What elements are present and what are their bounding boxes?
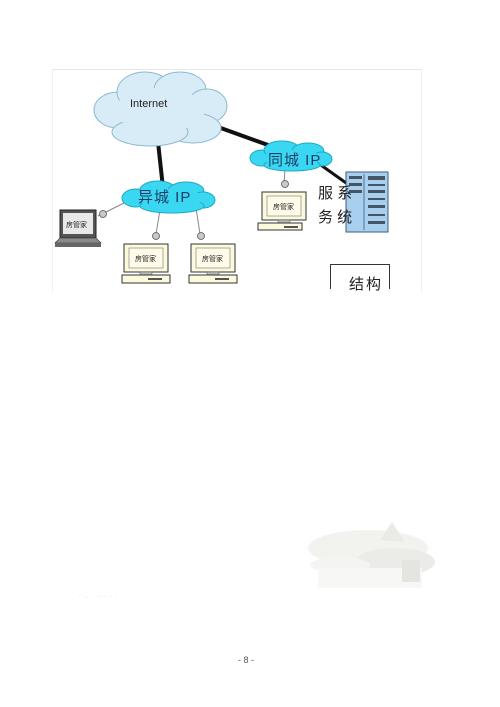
local-ip-cloud	[249, 140, 333, 172]
service-system-line1: 服 系	[318, 185, 353, 202]
structure-box	[330, 264, 390, 289]
faint-caption: · ·. · ··· · ·	[78, 594, 118, 600]
server-icon	[345, 171, 389, 233]
link-remote-pc2	[195, 207, 201, 235]
diagram-frame	[52, 69, 422, 292]
pc2-screen-label: 房管家	[202, 256, 223, 263]
hub-icons	[99, 180, 289, 240]
laptop-icon	[54, 209, 102, 247]
page-number: - 8 -	[238, 655, 255, 665]
remote-ip-cloud	[121, 180, 216, 214]
service-system-line2: 务 统	[318, 209, 353, 226]
remote-ip-label: 异城 IP	[138, 189, 192, 206]
laptop-screen-label: 房管家	[66, 222, 87, 229]
desktop-pc-icon	[188, 243, 238, 284]
pc3-screen-label: 房管家	[273, 204, 294, 211]
internet-cloud	[93, 71, 228, 147]
internet-label: Internet	[130, 98, 168, 110]
landscape-watermark	[308, 522, 435, 588]
link-internet-local	[217, 125, 269, 147]
link-internet-remote	[156, 141, 165, 189]
desktop-pc-icon	[257, 191, 307, 231]
pc1-screen-label: 房管家	[135, 256, 156, 263]
structure-label: 结构	[349, 276, 384, 293]
local-ip-label: 同城 IP	[268, 152, 322, 169]
link-remote-pc1	[155, 209, 161, 235]
desktop-pc-icon	[121, 243, 171, 284]
